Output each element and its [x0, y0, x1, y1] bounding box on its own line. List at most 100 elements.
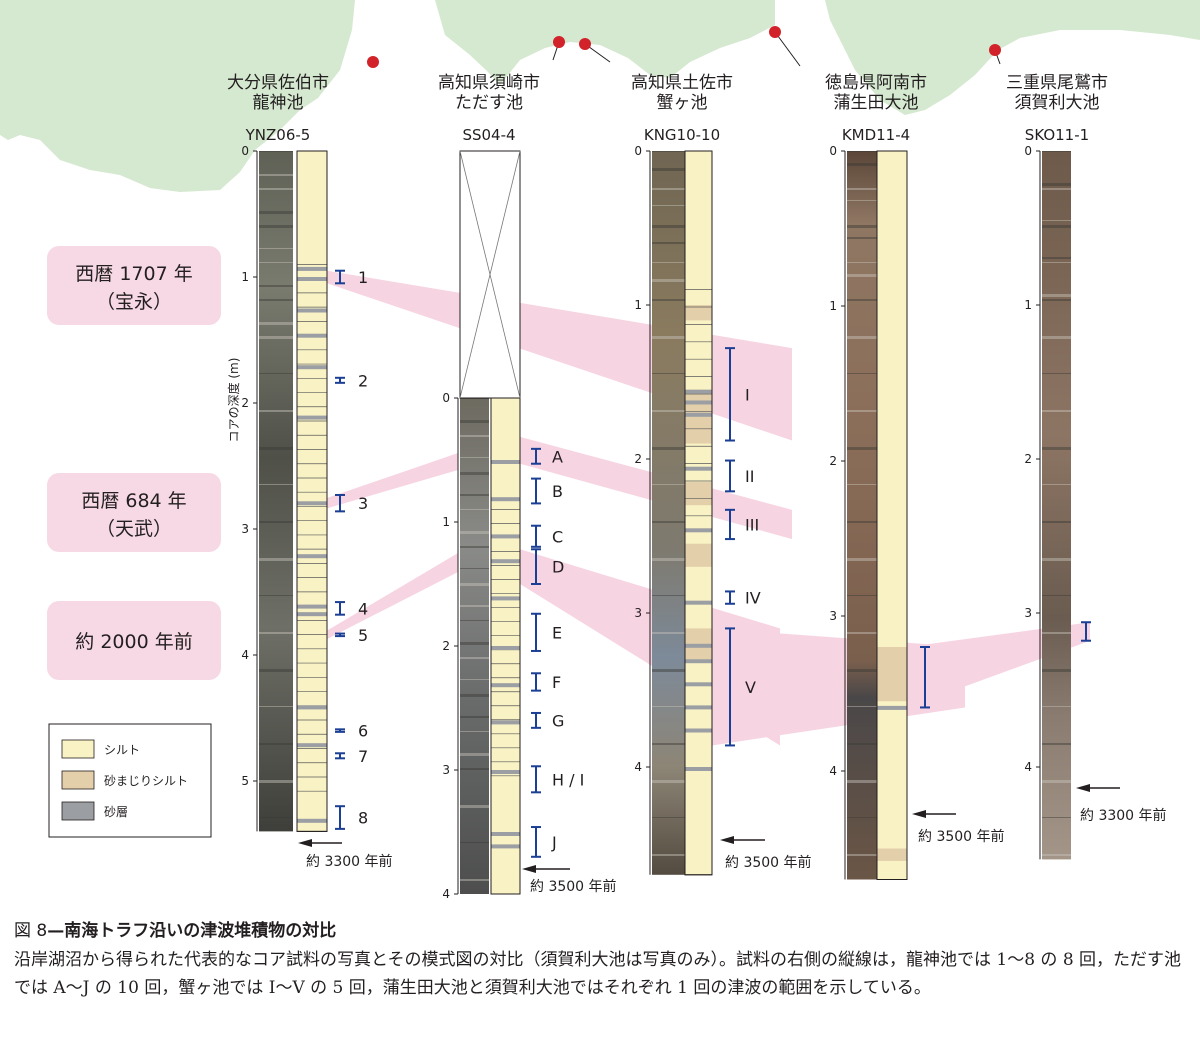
legend-label: シルト: [104, 743, 140, 757]
core-photo-lamina: [460, 679, 489, 680]
core-photo-lamina: [652, 484, 685, 485]
core-photo-lamina: [652, 373, 685, 374]
sandy-silt-layer: [877, 848, 907, 861]
sandy-silt-layer: [685, 543, 712, 567]
core-photo-lamina: [460, 753, 489, 756]
sand-layer: [297, 743, 327, 748]
age-arrowhead: [1076, 784, 1090, 792]
sand-layer: [685, 412, 712, 417]
core-photo-lamina: [259, 521, 293, 523]
depth-tick-label: 2: [1024, 452, 1032, 466]
tsunami-layer-label: 4: [358, 599, 368, 618]
caption-title: 南海トラフ沿いの津波堆積物の対比: [64, 921, 337, 941]
core-photo-lamina: [847, 447, 877, 450]
correlation-band: [327, 270, 792, 441]
core-photo-lamina: [652, 151, 685, 152]
tsunami-layer-label: 7: [358, 747, 368, 766]
core-photo-lamina: [460, 494, 489, 496]
core-photo-lamina: [652, 669, 685, 672]
depth-tick-label: 1: [442, 515, 450, 529]
core-photo-lamina: [652, 262, 685, 263]
core-photo-lamina: [847, 163, 877, 166]
core-photo-lamina: [259, 225, 293, 228]
tsunami-layer-label: A: [552, 447, 563, 466]
leader-line: [774, 31, 801, 67]
core-photo-lamina: [652, 205, 685, 206]
core-photo-lamina: [1042, 183, 1071, 186]
site-place-label: 三重県尾鷲市: [1006, 73, 1108, 93]
core-photo-lamina: [1042, 780, 1071, 783]
figure-number: 図 8: [14, 921, 48, 941]
core-photo-lamina: [652, 279, 685, 282]
tsunami-deposit-correlation-figure: 西暦 1707 年（宝永）西暦 684 年（天武）約 2000 年前 大分県佐伯…: [0, 0, 1200, 901]
sand-layer: [685, 643, 712, 648]
site-pond-label: 蒲生田大池: [834, 93, 919, 113]
core-photo-lamina: [460, 694, 489, 697]
tsunami-layer-label: C: [552, 527, 563, 546]
core-id-label: SKO11-1: [1025, 126, 1089, 144]
core-photo-lamina: [259, 211, 293, 214]
sand-layer: [491, 559, 520, 564]
core-photo-lamina: [847, 299, 877, 301]
tsunami-layer-label: IV: [745, 589, 761, 608]
site-dot: [579, 38, 591, 50]
caption-dash: —: [47, 921, 65, 941]
event-label-line1: 西暦 1707 年: [75, 263, 192, 285]
age-note: 約 3300 年前: [1080, 807, 1167, 824]
core-photo-lamina: [460, 435, 489, 437]
core-photo-lamina: [652, 336, 685, 339]
sand-layer: [685, 705, 712, 710]
core-photo: [847, 151, 877, 880]
sand-layer: [491, 683, 520, 688]
shikoku-land: [435, 0, 775, 85]
depth-tick-label: 4: [442, 887, 450, 901]
depth-tick-label: 0: [1024, 144, 1032, 158]
sand-layer: [297, 415, 327, 420]
event-box: [47, 246, 221, 325]
site-place-label: 高知県須崎市: [438, 73, 540, 93]
core-photo-lamina: [847, 274, 877, 277]
site-pond-label: ただす池: [455, 93, 523, 113]
depth-axis-title: コアの深度 (m): [226, 358, 241, 443]
core-photo-lamina: [1042, 817, 1071, 818]
site-place-label: 徳島県阿南市: [825, 73, 927, 93]
core-photo-lamina: [1042, 151, 1071, 152]
tsunami-layer-label: II: [745, 467, 754, 486]
core-photo-lamina: [1042, 669, 1071, 672]
core-photo-lamina: [652, 410, 685, 412]
legend-label: 砂層: [104, 805, 128, 819]
legend-label: 砂まじりシルト: [104, 774, 188, 788]
correlation-band: [327, 553, 458, 640]
core-photo-lamina: [847, 669, 877, 672]
core-photo-lamina: [847, 410, 877, 412]
core-photo-lamina: [847, 262, 877, 263]
core-photo-lamina: [847, 373, 877, 374]
core-photo-lamina: [460, 472, 489, 475]
kyushu-land: [0, 0, 355, 192]
depth-tick-label: 2: [442, 639, 450, 653]
core-id-label: KNG10-10: [644, 126, 720, 144]
core-photo-lamina: [847, 336, 877, 339]
core-id-label: SS04-4: [462, 126, 515, 144]
core-photo-lamina: [1042, 706, 1071, 707]
depth-tick-label: 1: [1024, 298, 1032, 312]
core-photo-lamina: [259, 174, 293, 176]
sand-layer: [297, 501, 327, 506]
core-id-label: KMD11-4: [842, 126, 910, 144]
core-photo-lamina: [1042, 257, 1071, 259]
core-photo: [259, 151, 293, 832]
sand-layer: [491, 832, 520, 836]
depth-tick-label: 4: [241, 648, 249, 662]
core-photo-lamina: [460, 842, 489, 843]
core-photo-lamina: [652, 225, 685, 228]
event-label-line1: 約 2000 年前: [75, 631, 192, 653]
core-photo-lamina: [1042, 410, 1071, 412]
depth-tick-label: 1: [829, 299, 837, 313]
core-photo-lamina: [652, 706, 685, 707]
core-photo-lamina: [847, 817, 877, 818]
site-dot: [989, 44, 1001, 56]
depth-tick-label: 3: [442, 763, 450, 777]
age-arrowhead: [298, 839, 312, 847]
core-photo-lamina: [847, 854, 877, 856]
